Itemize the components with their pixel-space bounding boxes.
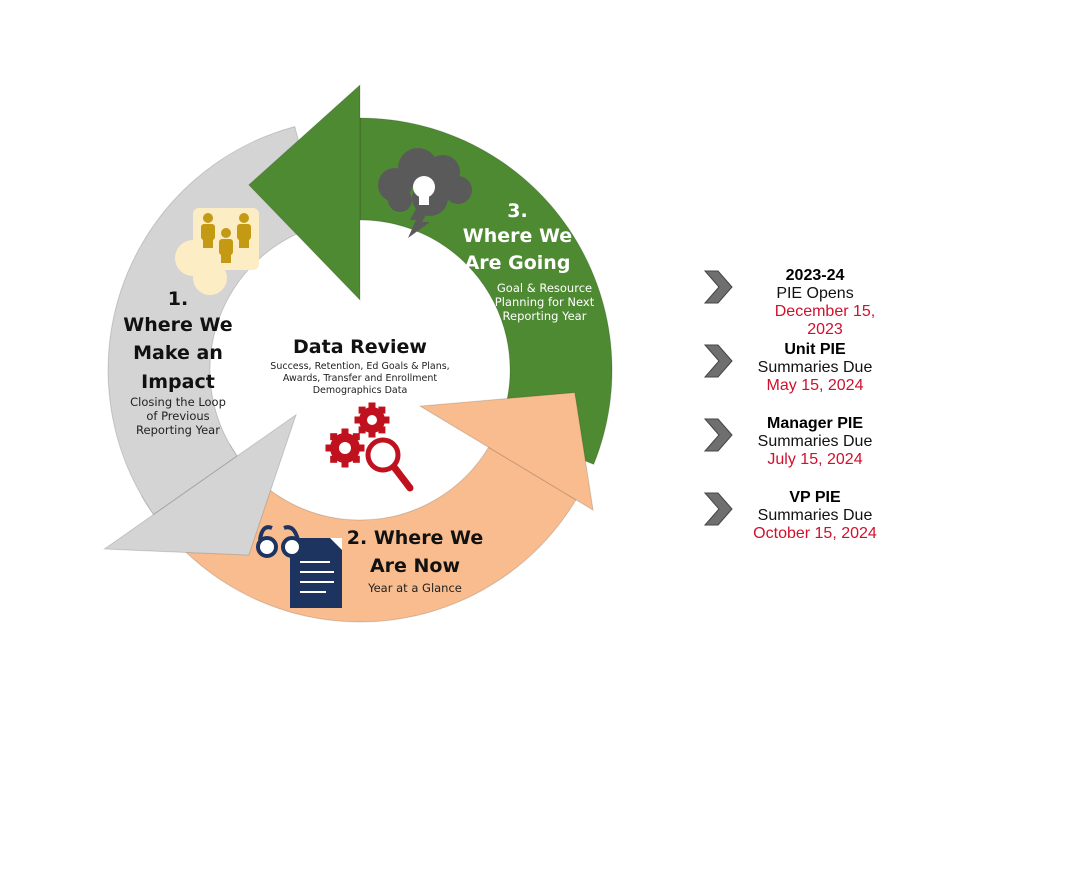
gear-tooth [358,406,366,414]
timeline-line: Summaries Due [757,507,873,524]
gear-tooth [352,433,360,441]
gears-magnifier-icon [325,402,414,492]
chevron-right-icon [703,270,733,304]
people-icon [175,208,259,295]
stage-1-title: Where We Make an Impact [123,313,233,393]
timeline-date: December 15, 2023 [774,303,876,338]
stage-3-arrow-head [248,83,361,302]
center-title: Data Review [293,336,427,358]
stage-1: 1. Where We Make an Impact Closing the L… [118,288,238,438]
timeline-title: Manager PIE [766,415,864,432]
stage-3-number: 3. [507,200,528,222]
chevron-right-icon [703,344,733,378]
timeline-line: PIE Opens [776,285,854,302]
glasses-document-icon [256,525,342,608]
cycle-diagram [102,83,613,623]
stage-1-number: 1. [167,288,189,310]
gear-tooth [357,444,365,452]
stage-2-subtitle: Year at a Glance [368,581,462,596]
chevron-right-icon [703,418,733,452]
timeline-date: October 15, 2024 [753,525,877,542]
stage-2: 2. Where We Are Now Year at a Glance [340,525,490,596]
gear-tooth [330,433,338,441]
gear-tooth [341,460,349,468]
gear-tooth [352,455,360,463]
stage-3: 3. Where We Are Going [455,200,580,278]
stage-3-subtitle: Goal & Resource Planning for Next Report… [494,281,595,323]
gear-tooth [378,406,386,414]
center-block: Data Review Success, Retention, Ed Goals… [270,336,450,398]
stage-1-arrow-head [102,413,298,556]
gear-tooth [354,416,362,424]
timeline-line: Summaries Due [757,359,873,376]
timeline-title: Unit PIE [784,341,846,358]
gear-tooth [378,426,386,434]
timeline-title: 2023-24 [785,267,845,284]
timeline-title: VP PIE [789,489,841,506]
gear-tooth [358,426,366,434]
gear-tooth [330,455,338,463]
gear-tooth [325,444,333,452]
stage-3-title: Where We Are Going [462,224,573,275]
timeline-date: July 15, 2024 [767,451,863,468]
timeline-line: Summaries Due [757,433,873,450]
chevron-right-icon [703,492,733,526]
stage-2-title: 2. Where We Are Now [346,527,484,577]
gear-tooth [368,402,376,410]
gear-tooth [368,430,376,438]
timeline-date: May 15, 2024 [766,377,864,394]
gear-tooth [341,428,349,436]
gear-tooth [382,416,390,424]
cloud-lightbulb-icon [378,148,472,238]
stage-1-arrow-band [107,125,322,516]
stage-2-arrow-head [418,392,594,512]
stage-1-subtitle: Closing the Loop of Previous Reporting Y… [130,395,226,437]
center-subtitle: Success, Retention, Ed Goals & Plans, Aw… [270,360,450,397]
